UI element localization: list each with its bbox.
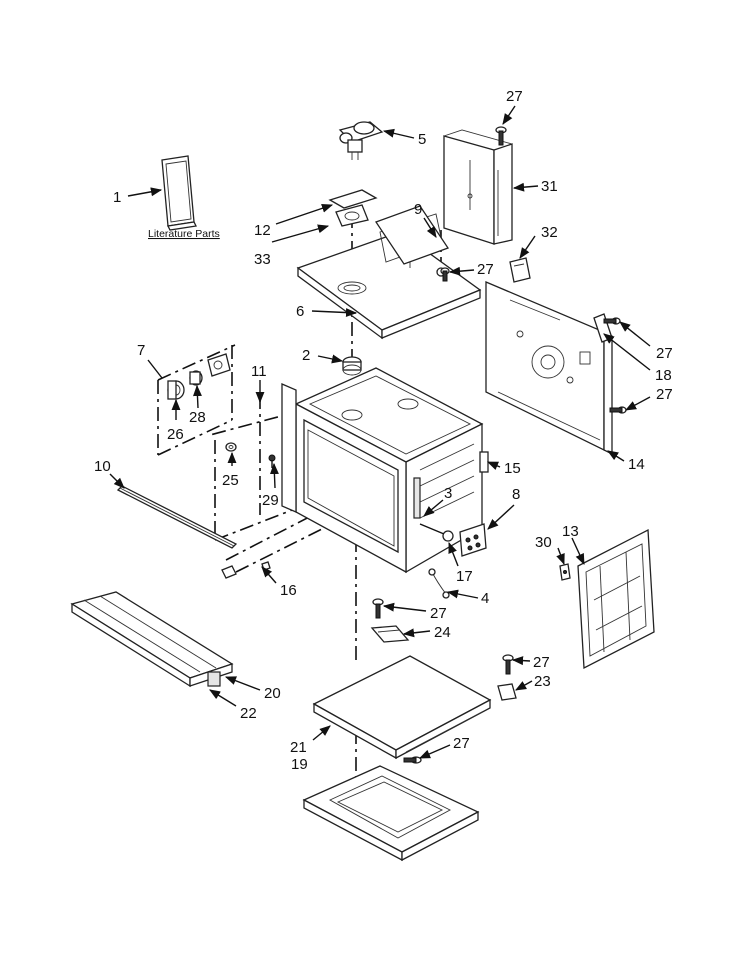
callout-5: 5 [418,131,426,148]
callout-13: 13 [562,523,579,540]
callout-26: 26 [167,426,184,443]
callout-28: 28 [189,409,206,426]
callout-10: 10 [94,458,111,475]
callout-14: 14 [628,456,645,473]
callout-27-right-upper: 27 [656,345,673,362]
callout-18: 18 [655,367,672,384]
callout-12: 12 [254,222,271,239]
bottom-bracket-part [370,625,410,643]
callout-31: 31 [541,178,558,195]
bottom-panel-part [312,655,492,760]
callout-27-middle: 27 [430,605,447,622]
callout-33: 33 [254,251,271,268]
small-bracket-part [509,257,531,283]
callout-17: 17 [456,568,473,585]
callout-27-bracket: 27 [533,654,550,671]
callout-29: 29 [262,492,279,509]
callout-32: 32 [541,224,558,241]
top-switch-part [338,121,384,160]
latch-part [479,451,489,473]
connector-part [419,523,454,542]
screw-part [440,267,450,282]
washer-part [225,442,237,452]
callout-7: 7 [137,342,145,359]
bottom-trim-part [70,591,234,688]
callout-19: 19 [291,756,308,773]
leader-lines [109,105,651,759]
base-pan-part [302,765,480,862]
callout-1: 1 [113,189,121,206]
callout-25: 25 [222,472,239,489]
wire-part [428,568,450,599]
callout-22: 22 [240,705,257,722]
callout-27-right-lower: 27 [656,386,673,403]
callout-6: 6 [296,303,304,320]
top-bracket-part [328,189,378,227]
literature-caption: Literature Parts [148,228,220,240]
side-clip-part [559,563,571,581]
callout-2: 2 [302,347,310,364]
callout-8: 8 [512,486,520,503]
callout-23: 23 [534,673,551,690]
callout-27-top: 27 [506,88,523,105]
oven-cavity-part [281,367,484,574]
callout-9: 9 [414,201,422,218]
callout-labels: 1 2 3 4 5 6 7 8 9 10 11 12 13 14 15 16 1… [94,88,673,773]
callout-4: 4 [481,590,489,607]
light-socket-part [167,353,231,400]
literature-booklet [161,155,197,231]
callout-27-upper: 27 [477,261,494,278]
callout-11: 11 [251,363,267,380]
callout-24: 24 [434,624,451,641]
hinge-part [221,561,271,579]
upper-back-panel-part [443,129,513,245]
callout-15: 15 [504,460,521,477]
callout-3: 3 [444,485,452,502]
callout-16: 16 [280,582,297,599]
screw-part [495,126,507,146]
clip-part [497,654,517,701]
top-panel-part [296,213,482,340]
terminal-block-part [459,523,487,557]
screw-part [403,756,422,764]
callout-21: 21 [290,739,307,756]
side-panel-part [577,528,655,670]
callout-30: 30 [535,534,552,551]
trim-strip-part [116,485,238,549]
vent-ring-part [342,356,362,376]
callout-20: 20 [264,685,281,702]
callout-27-bottom: 27 [453,735,470,752]
screw-part [372,598,384,619]
rear-panel-part [485,281,613,456]
